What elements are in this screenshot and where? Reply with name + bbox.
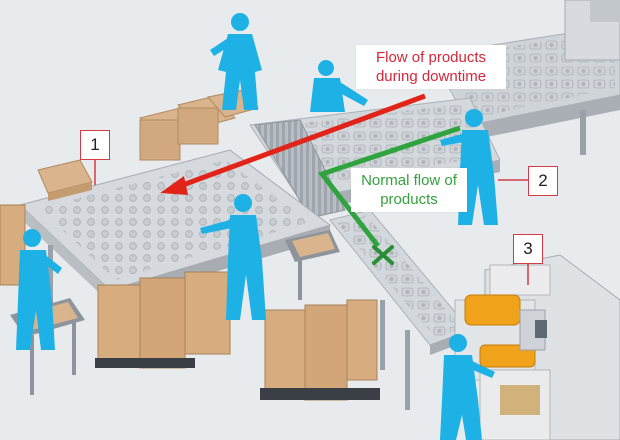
tray-stack-left [37, 159, 93, 201]
marker-leaders [94, 160, 529, 285]
stop-x-icon [372, 245, 394, 265]
worker-left [16, 229, 62, 350]
worker-right [440, 109, 498, 225]
tray-stack-top [139, 89, 259, 161]
worker-packaging [440, 334, 495, 440]
worker-top-center [310, 60, 368, 112]
pallet-stacks [0, 204, 380, 401]
normal-flow-label: Normal flow of products [351, 168, 467, 212]
downtime-flow-arrow [160, 93, 426, 195]
normal-flow-arrow [317, 125, 461, 248]
marker-3: 3 [513, 234, 543, 264]
downtime-flow-label: Flow of products during downtime [356, 45, 506, 89]
marker-1: 1 [80, 130, 110, 160]
packaging-machine [454, 254, 620, 440]
worker-center [200, 194, 266, 320]
workers [16, 13, 498, 440]
marker-2: 2 [528, 166, 558, 196]
worker-top [210, 13, 262, 110]
workstation-center [285, 230, 340, 300]
